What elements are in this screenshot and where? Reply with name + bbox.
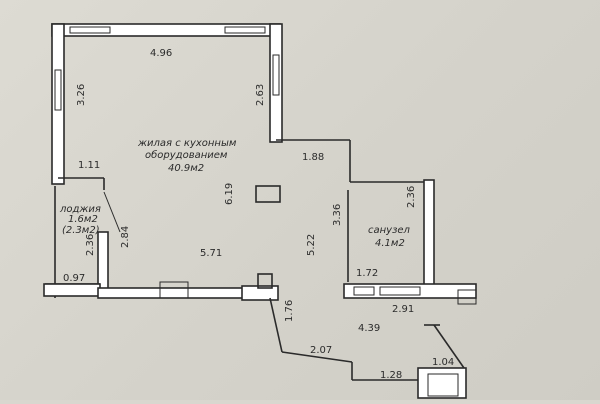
walls: [43, 23, 477, 399]
dim-entry: 1.28: [380, 370, 402, 381]
dim-right-upper: 2.63: [255, 84, 266, 106]
bath-fixture-1: [353, 286, 375, 296]
entry-block: [417, 367, 467, 399]
window-top-left: [69, 26, 111, 34]
wall-bath-bottom: [343, 283, 477, 299]
dim-bath-right: 2.36: [406, 186, 417, 208]
bath-fixture-2: [379, 286, 421, 296]
dim-hall-left: 1.76: [284, 300, 295, 322]
wall-right-upper: [269, 23, 283, 143]
dim-hall-bottom: 2.07: [310, 345, 332, 356]
window-top-right: [224, 26, 266, 34]
wall-hall-left: [269, 297, 283, 353]
wall-bottom: [97, 287, 259, 299]
bathroom-label: санузел: [368, 225, 411, 236]
dim-loggia-diag: 2.84: [120, 226, 131, 248]
dim-bath-bottom: 1.72: [356, 268, 378, 279]
wall-block: [241, 285, 279, 301]
central-column: [255, 185, 281, 203]
dim-left-upper: 3.26: [76, 84, 87, 106]
wall-hall-bottom: [281, 351, 353, 363]
bathroom-area: 4.1м2: [375, 238, 405, 249]
dim-center-low: 5.22: [306, 234, 317, 256]
wall-left-upper: [51, 23, 65, 185]
dim-bath-left: 3.36: [332, 204, 343, 226]
loggia-area: 1.6м2: [68, 214, 98, 225]
dim-left-small: 1.11: [78, 160, 100, 171]
wall-loggia-inner: [97, 231, 109, 293]
dim-step: 1.88: [302, 152, 324, 163]
dim-loggia-left: 2.36: [85, 234, 96, 256]
wall-top: [51, 23, 281, 37]
dim-center: 6.19: [224, 183, 235, 205]
wall-bath-right: [423, 179, 435, 287]
column-bottom: [159, 281, 189, 299]
dim-corner: 1.04: [432, 357, 454, 368]
dim-living-bottom: 5.71: [200, 248, 222, 259]
dim-hall-area: 4.39: [358, 323, 380, 334]
living-room-label-2: оборудованием: [145, 149, 228, 161]
window-right: [272, 54, 280, 96]
column-small: [257, 273, 273, 289]
living-room-area: 40.9м2: [168, 163, 204, 174]
wall-hall-right: [433, 324, 465, 369]
entry-block-inner: [427, 373, 459, 397]
loggia-label: лоджия: [59, 204, 101, 215]
loggia-diagonal: [103, 191, 121, 233]
dim-hall-right: 2.91: [392, 304, 414, 315]
window-left: [54, 69, 62, 111]
dim-top: 4.96: [150, 48, 172, 59]
dim-loggia-bottom: 0.97: [63, 273, 85, 284]
living-room-label-1: жилая с кухонным: [137, 138, 237, 149]
wall-loggia-base: [43, 283, 101, 297]
bath-fixture-3: [457, 289, 477, 305]
loggia-area-alt: (2.3м2): [62, 225, 100, 236]
